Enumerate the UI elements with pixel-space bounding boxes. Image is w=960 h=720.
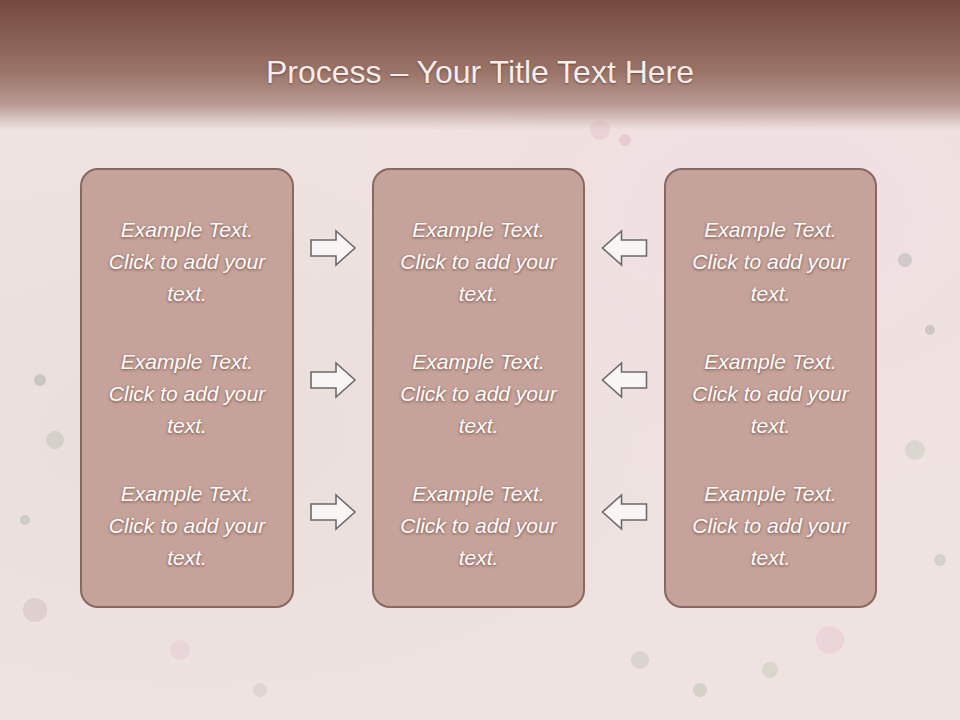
block-arrow — [603, 495, 647, 529]
box-text: Example Text. Click to add your text. — [688, 214, 853, 310]
slide-title: Process – Your Title Text Here — [0, 52, 960, 92]
box-text: Example Text. Click to add your text. — [105, 346, 270, 442]
box-text: Example Text. Click to add your text. — [688, 478, 853, 574]
process-box: Example Text. Click to add your text. Exa… — [372, 168, 585, 608]
block-arrow — [603, 231, 647, 265]
block-arrow — [311, 495, 355, 529]
block-arrow — [311, 363, 355, 397]
process-box: Example Text. Click to add your text. Exa… — [664, 168, 877, 608]
box-text: Example Text. Click to add your text. — [105, 214, 270, 310]
box-text: Example Text. Click to add your text. — [396, 346, 561, 442]
process-box: Example Text. Click to add your text. Exa… — [80, 168, 294, 608]
box-text: Example Text. Click to add your text. — [105, 478, 270, 574]
box-text: Example Text. Click to add your text. — [396, 214, 561, 310]
box-text: Example Text. Click to add your text. — [688, 346, 853, 442]
block-arrow — [603, 363, 647, 397]
box-text: Example Text. Click to add your text. — [396, 478, 561, 574]
block-arrow — [311, 231, 355, 265]
